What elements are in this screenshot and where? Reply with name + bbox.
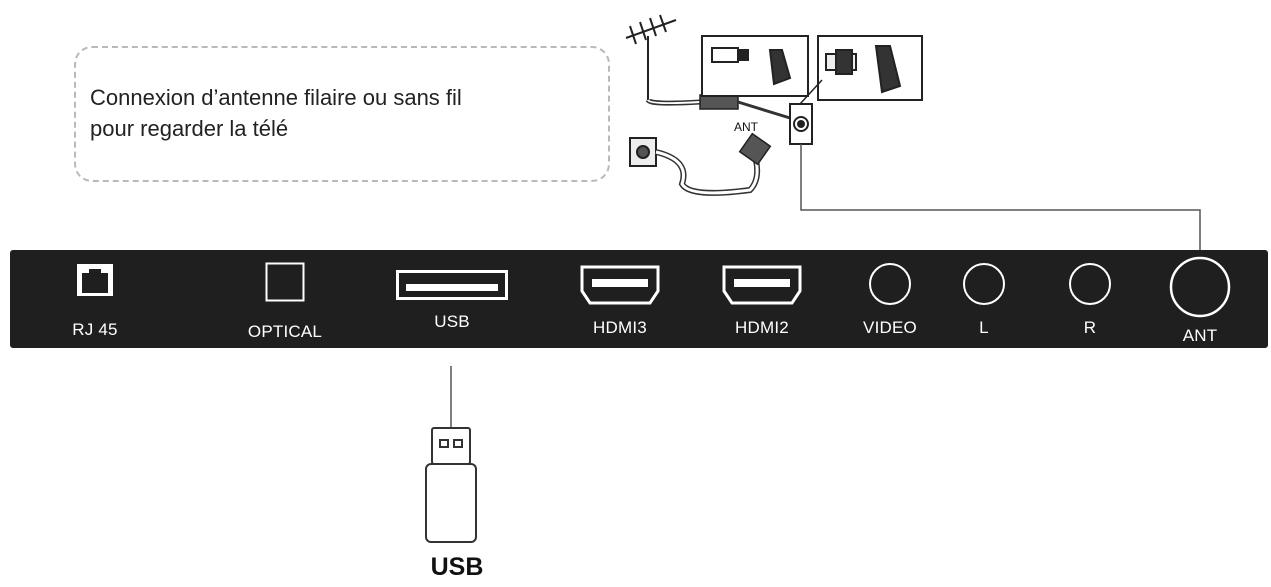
callout-box: Connexion d’antenne filaire ou sans fil … — [74, 46, 610, 182]
usb-port-icon — [396, 270, 508, 300]
port-optical[interactable]: OPTICAL — [230, 250, 340, 348]
hdmi-port-icon — [580, 265, 660, 305]
wall-cable — [655, 132, 772, 196]
port-label-ant: ANT — [1182, 326, 1218, 345]
antenna-icon — [625, 14, 677, 100]
port-label-optical: OPTICAL — [247, 322, 323, 341]
port-rj45[interactable]: RJ 45 — [60, 250, 130, 348]
wall-socket-icon — [629, 137, 657, 167]
coaxial-jack-icon — [1169, 256, 1231, 318]
port-video[interactable]: VIDEO — [850, 250, 930, 348]
antenna-cable — [645, 94, 791, 120]
port-label-r: R — [1083, 318, 1097, 337]
port-hdmi3[interactable]: HDMI3 — [576, 250, 664, 348]
ant-socket-label: ANT — [734, 120, 758, 134]
port-label-rj45: RJ 45 — [72, 320, 118, 339]
optical-port-icon — [265, 262, 305, 302]
port-label-hdmi3: HDMI3 — [593, 318, 647, 337]
rca-jack-icon — [963, 263, 1005, 305]
port-hdmi2[interactable]: HDMI2 — [718, 250, 806, 348]
ethernet-port-icon — [77, 264, 113, 296]
usb-stick-label: USB — [430, 553, 484, 581]
callout-line-1: Connexion d’antenne filaire ou sans fil — [90, 85, 462, 110]
port-usb[interactable]: USB — [392, 250, 512, 348]
tv-rear-panel: RJ 45 OPTICAL USB HDMI3 HDMI2 — [10, 250, 1268, 348]
ant-socket-icon — [789, 103, 813, 145]
ant-connection-line — [800, 144, 1201, 250]
rca-jack-icon — [869, 263, 911, 305]
port-label-l: L — [979, 318, 989, 337]
port-r[interactable]: R — [1060, 250, 1120, 348]
callout-text: Connexion d’antenne filaire ou sans fil … — [90, 82, 594, 144]
port-ant[interactable]: ANT — [1166, 250, 1234, 348]
usb-stick-icon — [425, 427, 477, 543]
port-label-usb: USB — [434, 312, 470, 331]
rca-jack-icon — [1069, 263, 1111, 305]
callout-line-2: pour regarder la télé — [90, 116, 289, 141]
port-label-hdmi2: HDMI2 — [735, 318, 789, 337]
hdmi-port-icon — [722, 265, 802, 305]
port-l[interactable]: L — [954, 250, 1014, 348]
connector-inset-2 — [799, 35, 923, 105]
connector-inset-1 — [701, 35, 809, 97]
port-label-video: VIDEO — [863, 318, 917, 337]
